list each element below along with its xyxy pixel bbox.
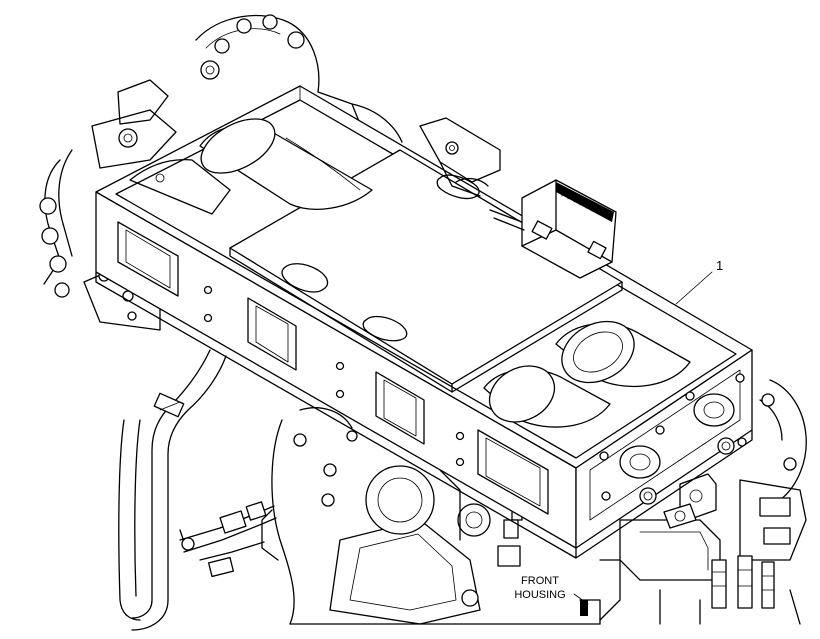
- front-housing-label-line1: FRONT: [521, 575, 559, 587]
- mounting-bracket: [419, 117, 501, 197]
- fuel-lines-left: [179, 501, 277, 578]
- right-side-fittings: [497, 379, 807, 625]
- main-housing-box[interactable]: [95, 85, 753, 559]
- front-housing-label: FRONT HOUSING: [506, 570, 589, 605]
- engine-front-housing: [261, 407, 601, 625]
- front-housing-label-line2: HOUSING: [514, 589, 565, 601]
- coolant-pipe-left: [118, 349, 227, 631]
- callout-1: 1: [675, 258, 723, 305]
- callout-number: 1: [716, 258, 723, 273]
- electronic-control-connector: [489, 179, 617, 279]
- callout-leader-line: [675, 271, 713, 305]
